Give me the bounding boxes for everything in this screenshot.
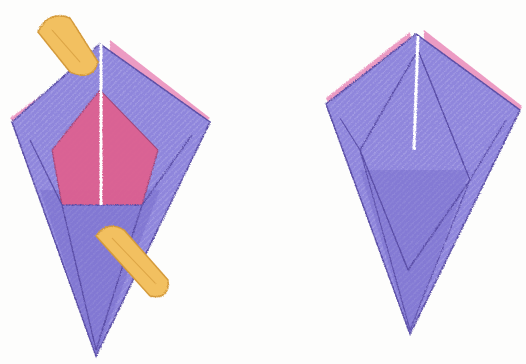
- right-origami-model: [326, 30, 522, 334]
- left-origami-model: [10, 16, 210, 356]
- right-model-body-shadow: [360, 170, 470, 334]
- finger-icon: [38, 16, 98, 75]
